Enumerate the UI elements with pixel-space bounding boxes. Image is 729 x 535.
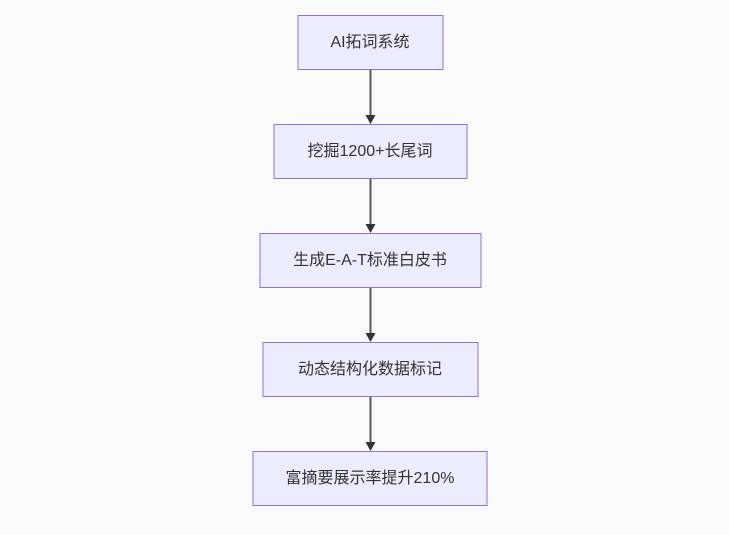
flow-node-eat-whitepaper: 生成E-A-T标准白皮书 bbox=[259, 233, 481, 288]
flow-arrow-3 bbox=[365, 288, 375, 342]
flow-node-longtail-mining: 挖掘1200+长尾词 bbox=[273, 124, 467, 179]
flow-node-ai-keyword-system: AI拓词系统 bbox=[297, 15, 443, 70]
arrow-line bbox=[369, 70, 371, 116]
flow-node-rich-snippet-result: 富摘要展示率提升210% bbox=[252, 451, 488, 506]
node-label: AI拓词系统 bbox=[330, 33, 410, 51]
node-label: 挖掘1200+长尾词 bbox=[307, 142, 433, 160]
flow-arrow-4 bbox=[365, 397, 375, 451]
flowchart: AI拓词系统 挖掘1200+长尾词 生成E-A-T标准白皮书 动态结构化数据标记 bbox=[252, 15, 488, 506]
flow-arrow-2 bbox=[365, 179, 375, 233]
arrow-line bbox=[369, 179, 371, 225]
arrow-head-icon bbox=[365, 115, 375, 124]
arrow-line bbox=[369, 288, 371, 334]
node-label: 动态结构化数据标记 bbox=[297, 360, 442, 378]
arrow-head-icon bbox=[365, 442, 375, 451]
arrow-line bbox=[369, 397, 371, 443]
node-label: 生成E-A-T标准白皮书 bbox=[293, 251, 447, 269]
flow-node-structured-data-markup: 动态结构化数据标记 bbox=[262, 342, 478, 397]
arrow-head-icon bbox=[365, 333, 375, 342]
node-label: 富摘要展示率提升210% bbox=[285, 469, 455, 487]
flow-arrow-1 bbox=[365, 70, 375, 124]
arrow-head-icon bbox=[365, 224, 375, 233]
